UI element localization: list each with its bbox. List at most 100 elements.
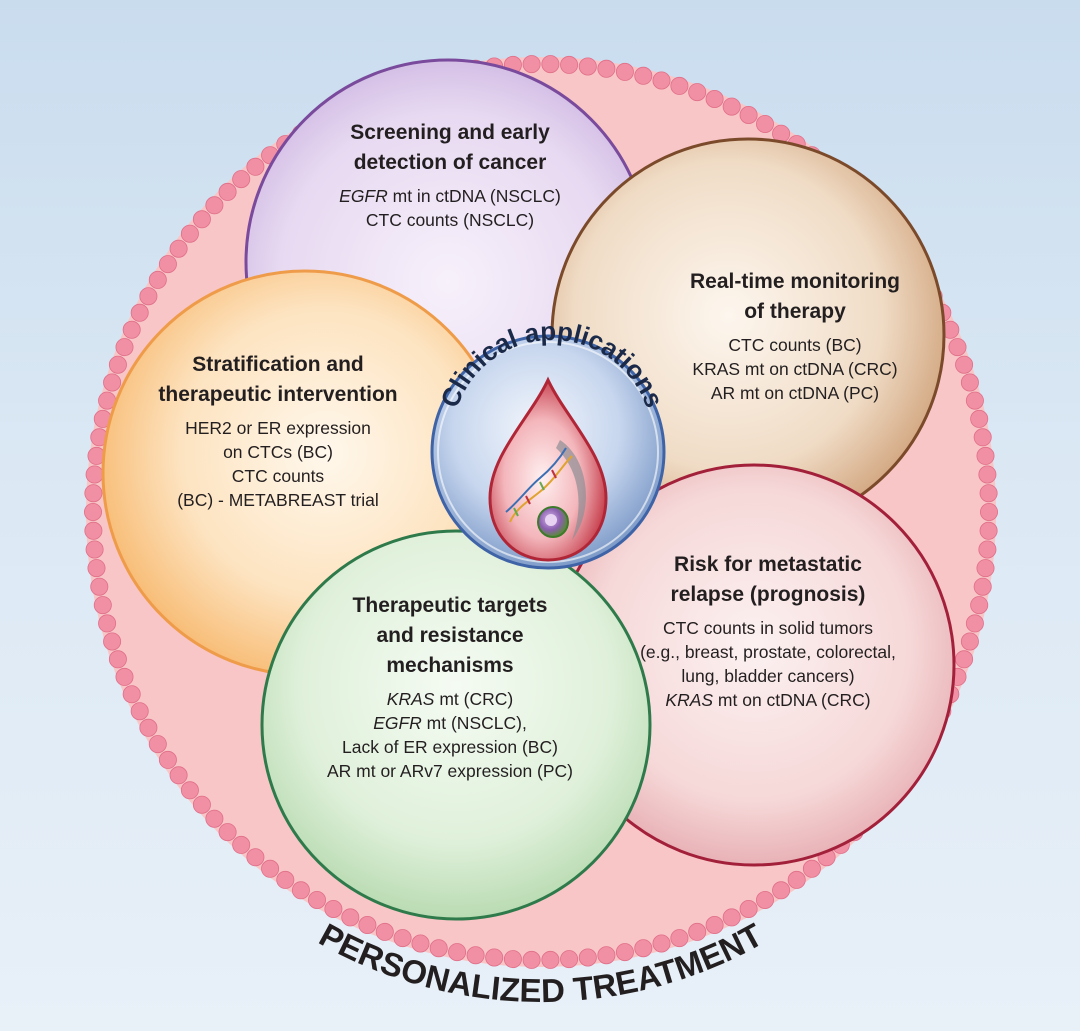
bead xyxy=(358,916,377,935)
bead xyxy=(756,891,775,910)
bead xyxy=(115,667,134,686)
stratification-section: Stratification and therapeutic intervent… xyxy=(128,350,428,512)
bead xyxy=(169,239,188,258)
bead xyxy=(772,881,791,900)
section-body: KRAS mt (CRC)EGFR mt (NSCLC),Lack of ER … xyxy=(290,687,610,783)
bead xyxy=(688,83,707,102)
bead xyxy=(485,948,504,967)
bead xyxy=(90,577,109,596)
section-title: Real-time monitoring of therapy xyxy=(689,270,900,323)
line-text: (BC) - METABREAST trial xyxy=(177,490,379,510)
line-text: CTC counts xyxy=(231,466,325,486)
gene-name: EGFR xyxy=(339,186,388,206)
bead xyxy=(158,750,177,769)
section-line: CTC counts xyxy=(128,464,428,488)
monitoring-section: Real-time monitoring of therapy CTC coun… xyxy=(640,267,950,405)
bead xyxy=(955,355,974,374)
bead xyxy=(705,90,724,109)
bead xyxy=(205,196,224,215)
section-line: KRAS mt on ctDNA (CRC) xyxy=(640,357,950,381)
bead xyxy=(158,255,177,274)
bead xyxy=(560,55,579,74)
risk-section: Risk for metastatic relapse (prognosis) … xyxy=(598,550,938,712)
bead xyxy=(130,702,149,721)
ctc-nucleus-icon xyxy=(545,514,557,526)
bead xyxy=(976,446,995,465)
bead xyxy=(756,115,775,134)
bead xyxy=(578,57,597,76)
section-line: lung, bladder cancers) xyxy=(598,664,938,688)
bead xyxy=(597,59,616,78)
bead xyxy=(108,355,127,374)
bead xyxy=(98,614,117,633)
bead xyxy=(246,848,265,867)
bead xyxy=(85,465,104,484)
line-text: mt on ctDNA (CRC) xyxy=(713,690,871,710)
bead xyxy=(429,939,448,958)
bead xyxy=(130,303,149,322)
bead xyxy=(261,859,280,878)
line-text: mt (CRC) xyxy=(434,689,514,709)
bead xyxy=(979,484,998,503)
bead xyxy=(108,650,127,669)
bead xyxy=(560,950,579,969)
line-text: on CTCs (BC) xyxy=(223,442,333,462)
bead xyxy=(341,908,360,927)
bead xyxy=(84,521,103,540)
line-text: HER2 or ER expression xyxy=(185,418,371,438)
bead xyxy=(232,835,251,854)
bead xyxy=(85,540,104,559)
bead xyxy=(739,900,758,919)
bead xyxy=(139,287,158,306)
bead xyxy=(522,950,541,969)
bead xyxy=(688,922,707,941)
bead xyxy=(976,559,995,578)
gene-name: KRAS xyxy=(386,689,435,709)
bead xyxy=(970,409,989,428)
line-text: AR mt or ARv7 expression (PC) xyxy=(326,761,574,781)
bead xyxy=(615,943,634,962)
bead xyxy=(973,428,992,447)
bead xyxy=(84,502,103,521)
bead xyxy=(652,934,671,953)
bead xyxy=(393,929,412,948)
line-text: AR mt on ctDNA (PC) xyxy=(710,383,880,403)
section-line: Lack of ER expression (BC) xyxy=(290,735,610,759)
section-line: KRAS mt on ctDNA (CRC) xyxy=(598,688,938,712)
bead xyxy=(411,934,430,953)
bead xyxy=(218,823,237,842)
bead xyxy=(246,157,265,176)
line-text: mt (NSCLC), xyxy=(421,713,527,733)
bead xyxy=(980,502,999,521)
bead xyxy=(307,891,326,910)
bead xyxy=(978,540,997,559)
bead xyxy=(148,270,167,289)
bead xyxy=(634,66,653,85)
bead xyxy=(93,596,112,615)
bead xyxy=(722,908,741,927)
bead xyxy=(192,210,211,229)
bead xyxy=(122,685,141,704)
bead xyxy=(652,71,671,90)
bead xyxy=(955,650,974,669)
section-title: Risk for metastatic relapse (prognosis) xyxy=(670,553,866,606)
bead xyxy=(787,870,806,889)
bead xyxy=(670,76,689,95)
bead xyxy=(466,946,485,965)
bead xyxy=(218,182,237,201)
bead xyxy=(973,577,992,596)
targets-section: Therapeutic targets and resistance mecha… xyxy=(290,591,610,783)
targets-circle xyxy=(260,529,652,921)
bead xyxy=(541,950,560,969)
bead xyxy=(634,939,653,958)
line-text: (e.g., breast, prostate, colorectal, xyxy=(640,642,896,662)
bead xyxy=(205,809,224,828)
section-body: HER2 or ER expression on CTCs (BC) CTC cou… xyxy=(128,416,428,512)
bead xyxy=(615,62,634,81)
bead xyxy=(103,632,122,651)
bead xyxy=(448,943,467,962)
bead xyxy=(180,224,199,243)
section-line: EGFR mt in ctDNA (NSCLC) xyxy=(300,184,600,208)
section-line: (e.g., breast, prostate, colorectal, xyxy=(598,640,938,664)
